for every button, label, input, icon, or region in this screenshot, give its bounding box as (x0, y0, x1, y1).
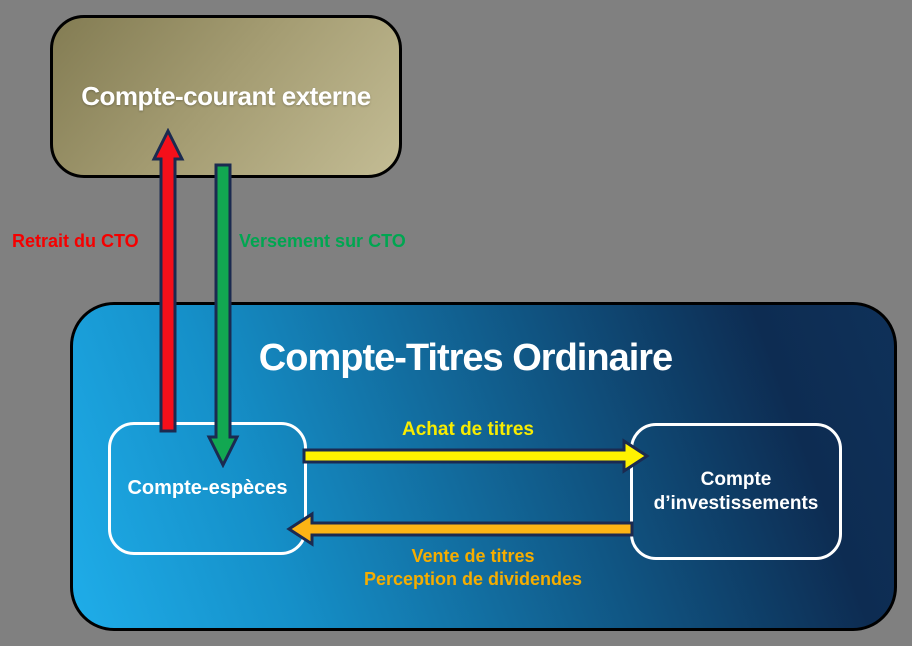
achat-label: Achat de titres (402, 419, 534, 440)
achat-right-arrow-icon (302, 438, 650, 474)
arrow-shape (302, 438, 650, 474)
cash-account-box: Compte-espèces (108, 422, 307, 555)
retrait-up-arrow-icon (151, 128, 185, 433)
investment-account-label-line1: Compte (700, 468, 772, 490)
investment-account-box: Compte d’investissements (630, 423, 842, 560)
cto-title: Compte-Titres Ordinaire (258, 337, 673, 379)
versement-label: Versement sur CTO (239, 231, 406, 251)
external-account-box: Compte-courant externe (50, 15, 402, 178)
vente-left-arrow-icon (286, 511, 634, 547)
vente-label-line1: Vente de titres (411, 546, 535, 566)
cash-account-label: Compte-espèces (127, 477, 288, 499)
investment-account-label-line2: d’investissements (653, 492, 819, 514)
external-account-label: Compte-courant externe (81, 81, 371, 111)
retrait-label: Retrait du CTO (12, 231, 139, 251)
vente-label-line2: Perception de dividendes (363, 569, 583, 589)
arrow-shape (286, 511, 634, 547)
arrow-shape (151, 128, 185, 433)
cto-box: Compte-Titres Ordinaire (70, 302, 897, 631)
vente-label: Vente de titres Perception de dividendes (300, 545, 646, 591)
versement-down-arrow-icon (206, 163, 240, 468)
arrow-shape (206, 163, 240, 468)
